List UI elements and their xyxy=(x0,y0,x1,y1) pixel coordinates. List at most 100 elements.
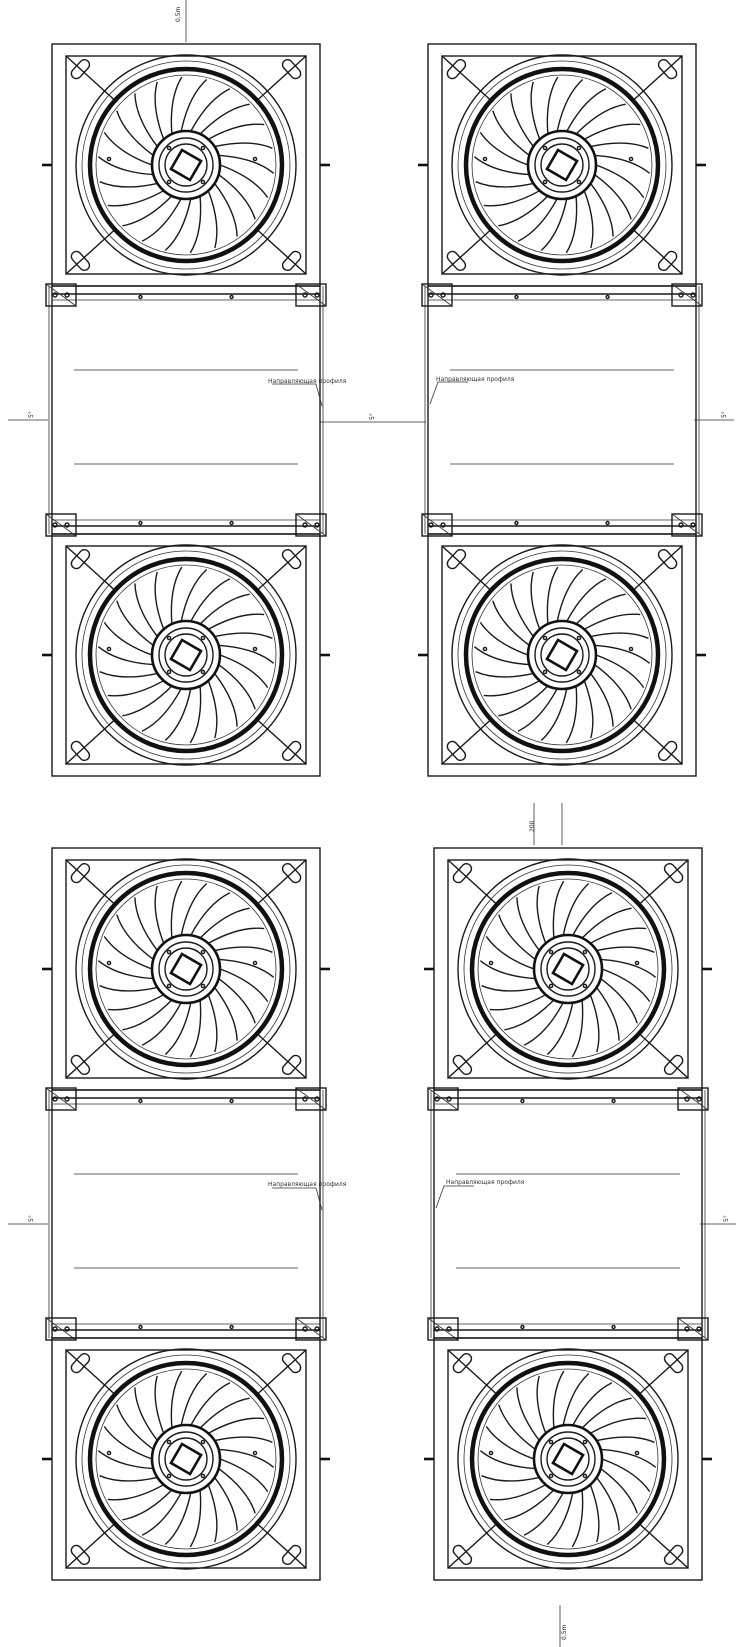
unit-upper-left-top-fan-hub-bolt xyxy=(200,179,206,185)
unit-lower-left-bottom-fan-hub-inner xyxy=(164,1437,208,1481)
profile-label-lower-left: Направляющая профиля xyxy=(268,1181,347,1188)
unit-upper-right-top-fan-blade xyxy=(475,181,534,188)
unit-lower-right-bracket-hole xyxy=(434,1096,440,1102)
unit-lower-left-bottom-fan-hub-outer xyxy=(150,1423,222,1495)
unit-lower-left-bottom-fan-screw xyxy=(106,1450,112,1456)
unit-upper-left-top-fan-blade xyxy=(214,142,273,149)
unit-upper-right-bracket-cross xyxy=(421,283,453,307)
unit-upper-left-top-corner-strut xyxy=(65,227,117,275)
unit-upper-left-bottom-mount-slot xyxy=(281,740,302,762)
unit-upper-left-top-fan-blade xyxy=(199,103,250,135)
unit-upper-left-bracket-hole xyxy=(52,522,58,528)
unit-upper-left-bottom-corner-strut xyxy=(65,545,117,593)
unit-lower-left-bracket xyxy=(295,1087,327,1111)
unit-lower-right-top-fan-blade xyxy=(481,985,540,992)
unit-upper-right-bottom-fan-blade xyxy=(566,578,607,622)
unit-upper-right-top-fan-screw xyxy=(628,156,634,162)
unit-lower-right-bottom-fan-hub-bolt xyxy=(548,1473,554,1479)
unit-lower-left-bottom-corner-strut xyxy=(65,1521,117,1569)
unit-lower-left-bottom-fan-blade xyxy=(219,1458,269,1492)
unit-lower-right-bottom-fan-blade xyxy=(562,1372,590,1426)
unit-upper-right-bottom-corner-strut xyxy=(631,545,683,593)
unit-lower-left-bottom-fan-blade xyxy=(141,1492,182,1536)
unit-lower-left-top-frame-inner xyxy=(65,859,307,1079)
unit-upper-left-top-fan-hub-mid xyxy=(158,137,214,193)
unit-upper-right-bracket-cross xyxy=(671,283,703,307)
unit-upper-right-bottom-fan-hub-bolt xyxy=(542,669,548,675)
unit-lower-left-bottom-fan-blade xyxy=(99,1475,158,1482)
unit-lower-right-top-fan-ring-shroud xyxy=(469,870,667,1068)
unit-lower-right-top-fan-ring-outer xyxy=(457,858,679,1080)
unit-lower-left-top-fan-blade xyxy=(141,1002,182,1046)
unit-lower-right-bracket-hole xyxy=(434,1326,440,1332)
unit-lower-right-top-fan-hub-square xyxy=(551,952,585,986)
unit-upper-right-bottom-mount-slot xyxy=(657,740,678,762)
unit-upper-right-top-fan-hub-outer xyxy=(526,129,598,201)
unit-lower-right-top-corner-strut xyxy=(637,1031,689,1079)
unit-upper-right-top-fan-ring-inner xyxy=(471,74,653,256)
unit-upper-right-top-fan-blade xyxy=(590,182,614,237)
unit-upper-right-top-fan-ring-outer xyxy=(451,54,673,276)
unit-lower-right-top-fan-blade xyxy=(562,882,590,936)
unit-lower-left-bracket-hole xyxy=(64,1326,70,1332)
unit-upper-left-rail-hole xyxy=(229,294,234,300)
unit-upper-left-top-mount-slot xyxy=(281,58,302,80)
unit-upper-right-top-corner-strut xyxy=(631,227,683,275)
unit-upper-left-top-fan-hub-inner xyxy=(164,143,208,187)
unit-lower-left-top-fan-blade xyxy=(134,897,158,952)
unit-lower-right-bracket xyxy=(427,1317,459,1341)
unit-lower-left-top-fan-screw xyxy=(252,960,258,966)
unit-lower-left-top-fan-hub-inner xyxy=(164,947,208,991)
unit-upper-left-top-fan-blade xyxy=(134,93,158,148)
unit-upper-right-bottom-mount-slot xyxy=(657,548,678,570)
unit-lower-left-bracket-hole xyxy=(314,1326,320,1332)
unit-upper-left-top-fan-blade xyxy=(99,181,158,188)
unit-lower-left-bottom-mount-slot xyxy=(70,1544,91,1566)
unit-lower-left-top-corner-strut xyxy=(65,1031,117,1079)
unit-upper-left-bottom-fan-blade xyxy=(218,644,275,664)
unit-upper-left-bracket xyxy=(45,513,77,537)
unit-lower-left xyxy=(42,847,330,1581)
unit-lower-right-top-fan-blade xyxy=(479,960,536,980)
unit-lower-left-top-fan-blade xyxy=(107,994,165,1011)
unit-lower-left-bottom-fan-hub-square xyxy=(169,1442,203,1476)
bottom-dimension-text: 0,5m xyxy=(561,1624,568,1640)
unit-upper-left-top-fan-hub-bolt xyxy=(166,179,172,185)
unit-lower-right-bottom-fan-blade xyxy=(536,1375,547,1434)
unit-upper-right-bottom-fan-blade xyxy=(498,685,549,717)
unit-upper-left-bottom-fan-hub-bolt xyxy=(200,635,206,641)
unit-upper-left-top-fan-hub-bolt xyxy=(166,145,172,151)
unit-upper-right-top-fan-blade xyxy=(546,76,559,135)
unit-lower-left-rail-hole xyxy=(229,1324,234,1330)
unit-upper-right-bracket-hole xyxy=(678,522,684,528)
unit-lower-right-bottom-fan-ring-mid xyxy=(463,1354,673,1564)
unit-upper-right-top-fan-blade xyxy=(594,174,632,220)
unit-upper-right-bottom-mount-slot xyxy=(446,740,467,762)
unit-upper-right-top-fan-blade xyxy=(492,110,530,156)
unit-upper-left-top-fan-screw xyxy=(106,156,112,162)
unit-lower-right-top-fan-blade xyxy=(589,994,600,1053)
unit-lower-right-bottom-fan-blade xyxy=(600,1468,638,1514)
unit-upper-right-bracket-hole xyxy=(678,292,684,298)
unit-lower-right-bracket xyxy=(427,1087,459,1111)
unit-lower-right-top-fan-hub-bolt xyxy=(548,983,554,989)
unit-upper-left-top-fan-blade xyxy=(141,198,182,242)
unit-upper-right-bottom-fan-blade xyxy=(479,622,529,656)
unit-lower-right-bottom-mount-slot xyxy=(452,1352,473,1374)
unit-upper-right-top-fan-hub-bolt xyxy=(542,145,548,151)
unit-lower-left-top-fan-blade xyxy=(97,960,154,980)
unit-upper-right-bottom-fan-blade xyxy=(594,644,651,664)
unit-upper-left-bracket-hole xyxy=(302,522,308,528)
unit-lower-right-bottom-fan-ring-shroud xyxy=(469,1360,667,1558)
unit-lower-right xyxy=(424,847,712,1581)
unit-lower-right-top-fan-blade xyxy=(504,999,555,1031)
unit-upper-left-bottom-fan-ring-outer xyxy=(75,544,297,766)
unit-upper-left-bracket-cross xyxy=(295,513,327,537)
unit-upper-left-top-fan-ring-shroud xyxy=(87,66,285,264)
unit-upper-left-bottom-fan-blade xyxy=(180,568,208,622)
unit-lower-left-bracket-cross xyxy=(295,1317,327,1341)
unit-lower-right-bottom-fan-blade xyxy=(572,1382,613,1426)
unit-lower-right-top-fan-blade xyxy=(572,892,613,936)
unit-upper-right-bottom-fan-hub-bolt xyxy=(542,635,548,641)
unit-upper-right-bracket-cross xyxy=(421,513,453,537)
